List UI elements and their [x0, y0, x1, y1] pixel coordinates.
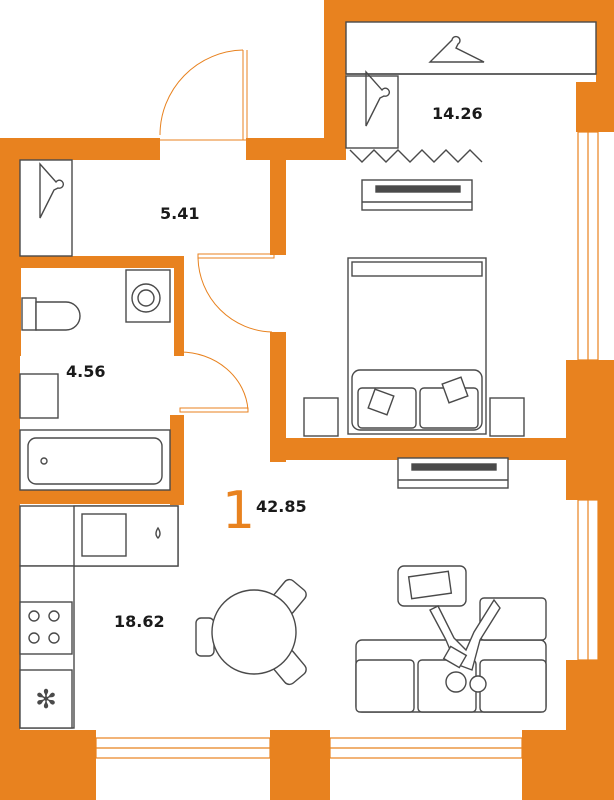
total-area-label: 42.85: [256, 497, 307, 516]
furniture: ✻: [19, 21, 597, 729]
washing-machine-icon: [125, 269, 171, 323]
tv-icon: [361, 179, 473, 211]
person-icon: [429, 598, 501, 693]
hall-area-label: 5.41: [160, 204, 200, 223]
tv-icon: [397, 457, 509, 489]
hanger-icon: [428, 35, 485, 63]
dining-table-icon: [195, 578, 307, 686]
windows: [95, 131, 599, 759]
sink-icon: [81, 513, 127, 557]
rooms-count: 1: [222, 481, 256, 541]
doors: [19, 49, 275, 413]
bathroom-area-label: 4.56: [66, 362, 106, 381]
bathtub-icon: [19, 429, 171, 491]
kitchen-living-area-label: 18.62: [114, 612, 165, 631]
bed-icon: [347, 257, 487, 435]
hanger-icon: [365, 70, 390, 127]
bedroom-area-label: 14.26: [432, 104, 483, 123]
fridge-icon: ✻: [19, 669, 73, 729]
stove-icon: [19, 601, 73, 655]
toilet-icon: [21, 297, 81, 331]
svg-text:✻: ✻: [35, 685, 57, 715]
hanger-icon: [39, 162, 64, 219]
sink-icon: [19, 373, 59, 419]
wardrobe: [345, 21, 597, 75]
